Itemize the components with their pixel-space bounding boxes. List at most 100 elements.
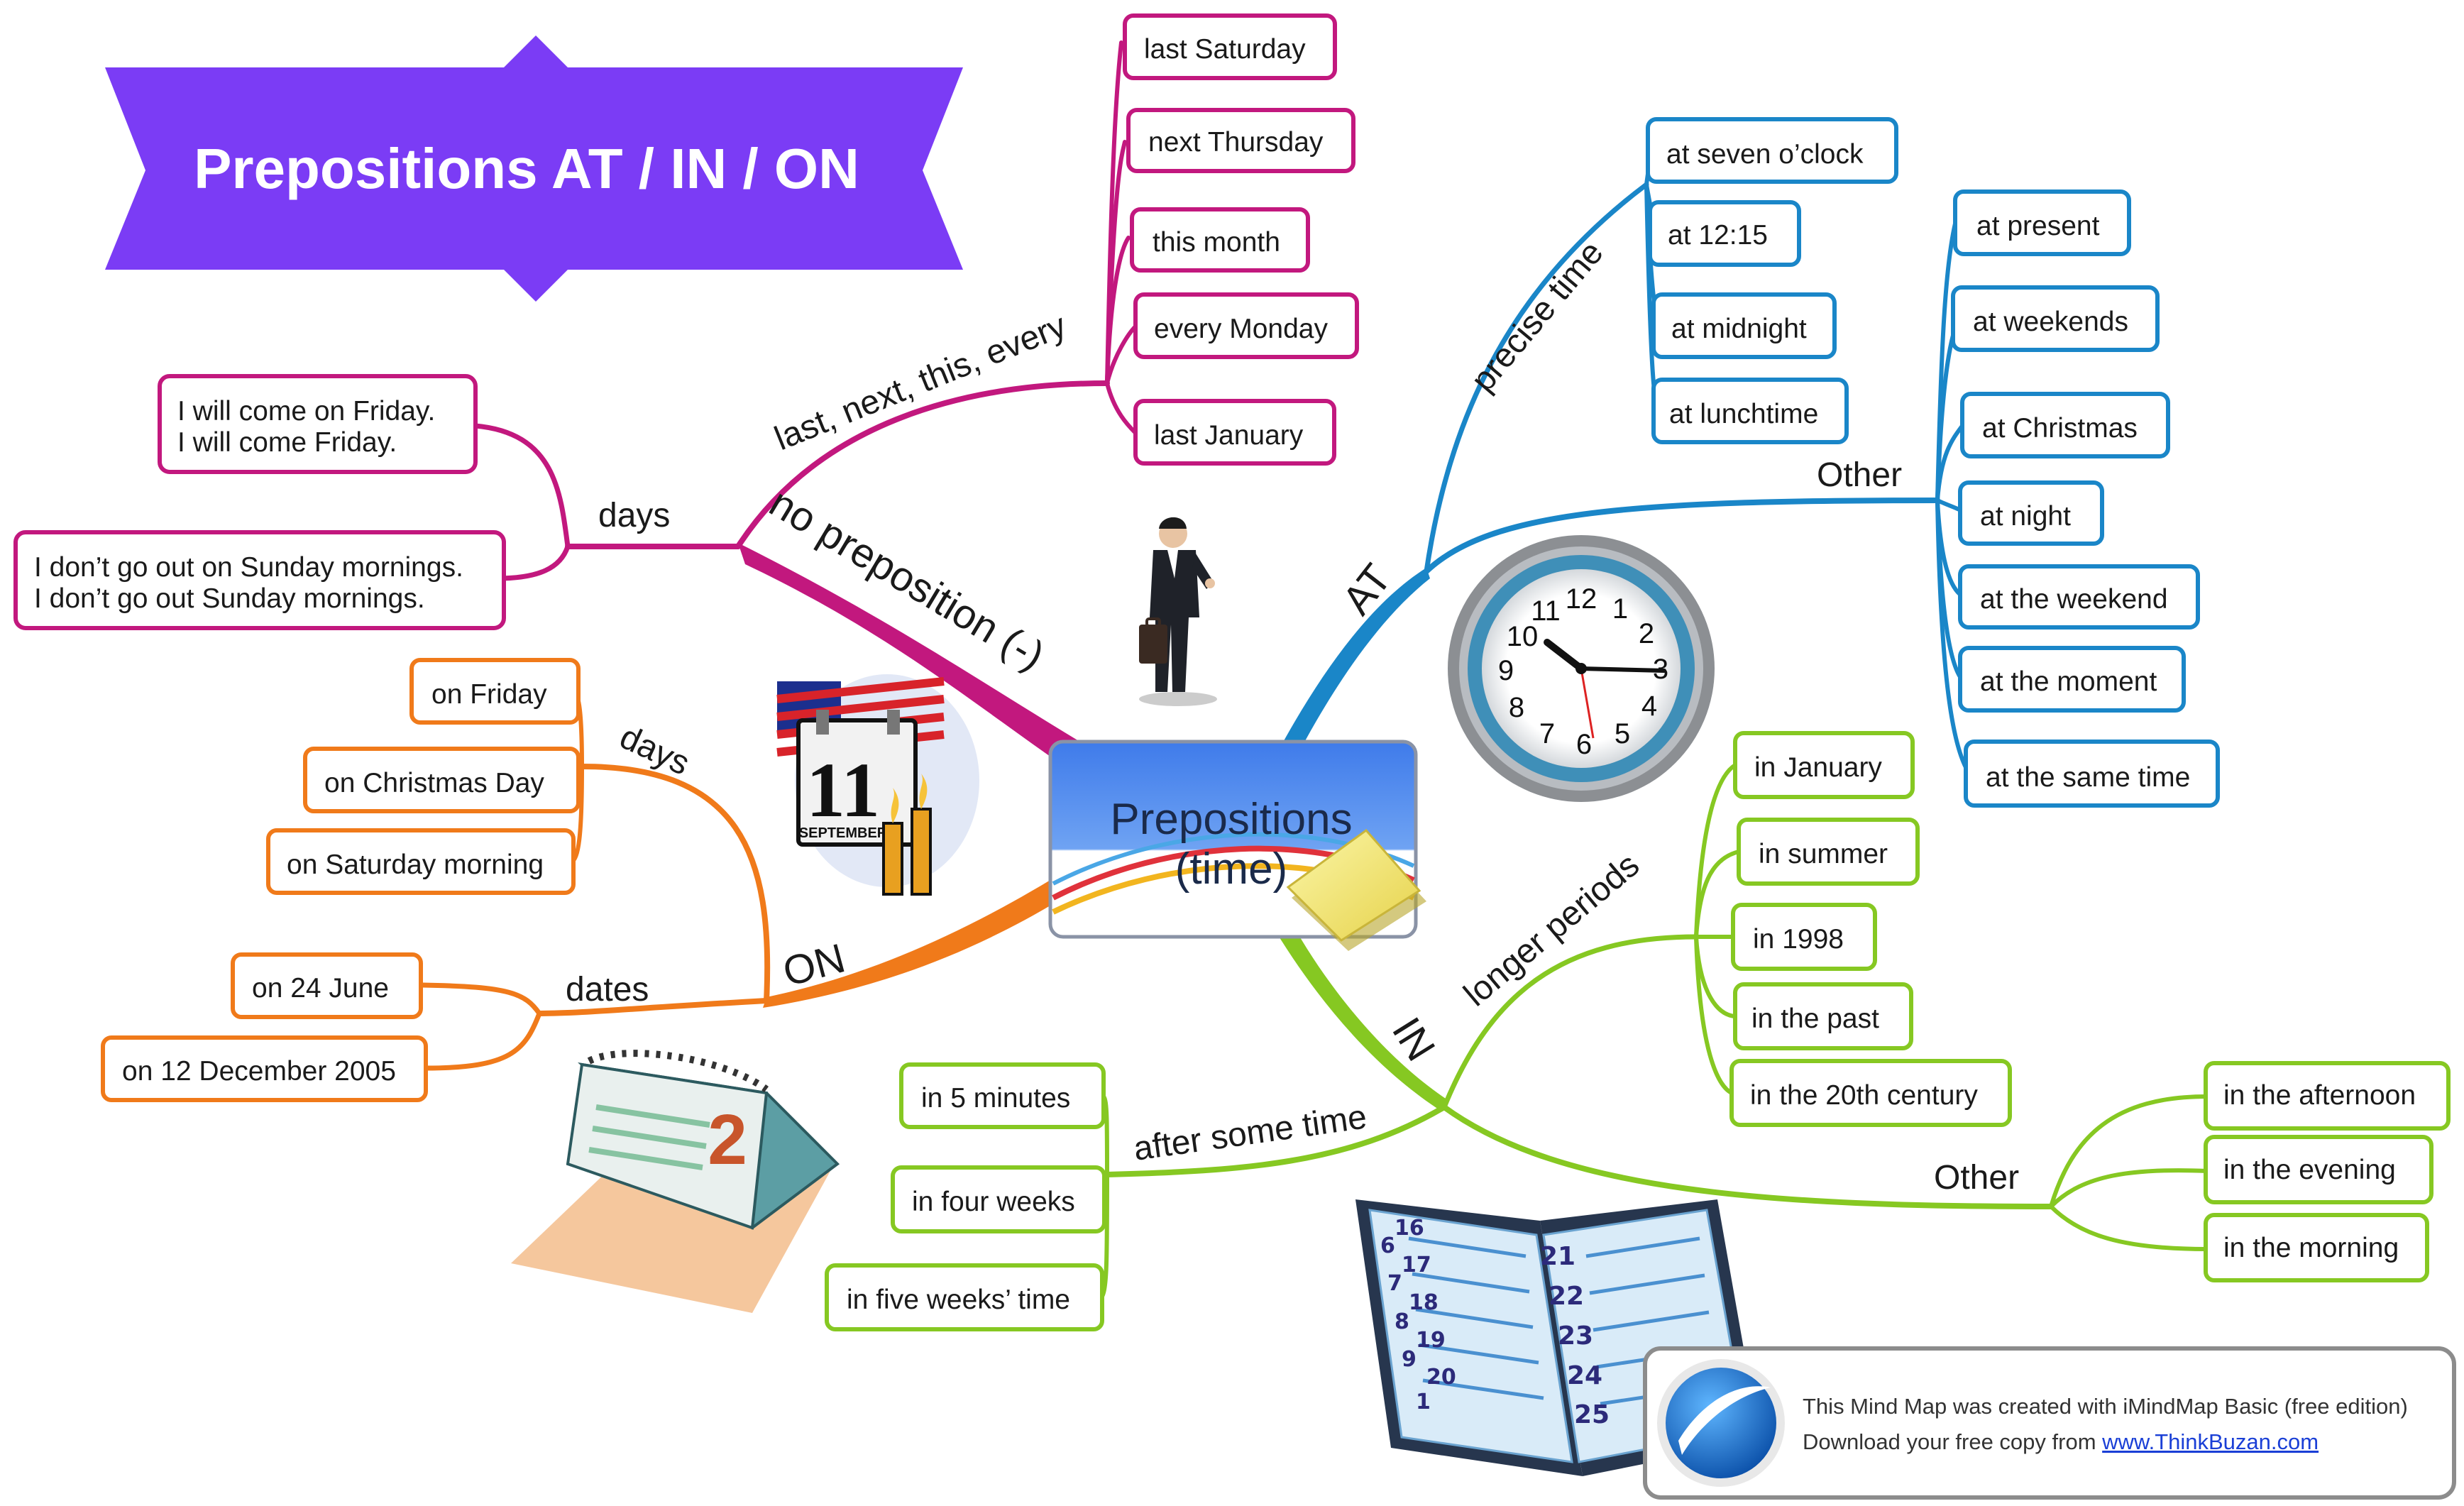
clock-number-12: 12 xyxy=(1566,583,1597,615)
flag-calendar-month: SEPTEMBER xyxy=(799,825,888,841)
node-at-present: at present xyxy=(1976,211,2100,241)
flag-calendar-day: 11 xyxy=(806,747,880,833)
clock-number-9: 9 xyxy=(1498,655,1514,686)
center-node: Prepositions (time) xyxy=(1048,740,1426,951)
clock-number-5: 5 xyxy=(1615,718,1630,749)
clock-number-6: 6 xyxy=(1576,729,1592,760)
node-at-night: at night xyxy=(1980,501,2071,532)
node-in-the-evening: in the evening xyxy=(2223,1155,2396,1185)
node-group-longer-periods xyxy=(1729,731,2012,1127)
node-at-christmas: at Christmas xyxy=(1982,413,2138,444)
diary-num-17: 17 xyxy=(1402,1253,1431,1277)
node-come-friday-line2: I will come Friday. xyxy=(177,427,397,458)
clock-number-7: 7 xyxy=(1539,718,1555,749)
clock-numbers: 12 1 2 3 4 5 6 7 8 9 10 11 xyxy=(1498,583,1668,760)
node-on-christmas-day: on Christmas Day xyxy=(324,768,544,798)
diary-num-7: 7 xyxy=(1387,1271,1402,1296)
node-sunday-mornings-line1: I don’t go out on Sunday mornings. xyxy=(34,552,463,583)
node-last-january: last January xyxy=(1154,420,1304,451)
footer-line2-prefix: Download your free copy from xyxy=(1803,1429,2102,1454)
node-in-summer: in summer xyxy=(1759,839,1888,869)
node-at-the-moment: at the moment xyxy=(1980,666,2157,697)
node-on-saturday-morning: on Saturday morning xyxy=(287,850,544,880)
node-on-24-june: on 24 June xyxy=(252,973,389,1004)
diary-num-23: 23 xyxy=(1558,1321,1593,1351)
diary-num-6: 6 xyxy=(1380,1233,1395,1258)
node-in-the-afternoon: in the afternoon xyxy=(2223,1080,2416,1111)
node-group-last-next xyxy=(1123,13,1359,466)
sublabel-longer-periods: longer periods xyxy=(1457,846,1646,1013)
diary-num-1: 1 xyxy=(1416,1390,1431,1414)
diary-num-16: 16 xyxy=(1395,1216,1424,1241)
node-in-the-morning: in the morning xyxy=(2223,1233,2399,1263)
diary-num-8: 8 xyxy=(1395,1309,1409,1334)
node-every-monday: every Monday xyxy=(1154,314,1328,344)
clock-number-11: 11 xyxy=(1531,595,1561,627)
node-group-after-some-time xyxy=(825,1062,1106,1331)
node-in-four-weeks: in four weeks xyxy=(912,1187,1075,1217)
diary-num-21: 21 xyxy=(1540,1242,1575,1271)
node-group-on-dates xyxy=(101,952,428,1102)
node-in-the-20th-century: in the 20th century xyxy=(1750,1080,1978,1111)
desk-calendar-number: 2 xyxy=(708,1100,747,1180)
node-in-january: in January xyxy=(1754,752,1882,783)
thinkbuzan-link[interactable]: www.ThinkBuzan.com xyxy=(2101,1429,2319,1454)
node-at-midnight: at midnight xyxy=(1671,314,1807,344)
sublabel-precise-time: precise time xyxy=(1464,234,1611,399)
node-in-5-minutes: in 5 minutes xyxy=(921,1083,1070,1114)
node-next-thursday: next Thursday xyxy=(1148,127,1324,158)
diary-num-24: 24 xyxy=(1567,1361,1602,1390)
node-last-saturday: last Saturday xyxy=(1144,34,1306,65)
desk-calendar-icon: 2 xyxy=(511,1050,840,1313)
node-come-friday-line1: I will come on Friday. xyxy=(177,396,435,427)
node-at-1215: at 12:15 xyxy=(1668,220,1768,251)
diary-num-19: 19 xyxy=(1416,1328,1446,1353)
sublabel-last-next-this-every: last, next, this, every xyxy=(769,307,1072,458)
diary-num-25: 25 xyxy=(1574,1400,1610,1429)
sublabel-in-other: Other xyxy=(1934,1159,2019,1197)
node-on-12-december: on 12 December 2005 xyxy=(122,1056,396,1087)
node-this-month: this month xyxy=(1153,227,1280,258)
node-on-friday: on Friday xyxy=(431,679,547,710)
clock-number-8: 8 xyxy=(1509,692,1524,723)
sublabel-dates: dates xyxy=(566,971,649,1008)
node-at-seven: at seven o’clock xyxy=(1666,139,1864,170)
no-preposition-branch-lines xyxy=(473,40,1138,766)
sticky-note-icon xyxy=(1286,828,1426,951)
node-in-five-weeks-time: in five weeks’ time xyxy=(847,1285,1070,1315)
node-group-precise-time xyxy=(1646,117,1898,444)
node-at-lunchtime: at lunchtime xyxy=(1669,399,1818,429)
sublabel-after-some-time: after some time xyxy=(1131,1098,1369,1168)
sublabel-at-other: Other xyxy=(1817,456,1902,494)
node-at-the-same-time: at the same time xyxy=(1986,762,2190,793)
sublabel-days-no-prep: days xyxy=(598,497,670,534)
node-sunday-mornings-line2: I don’t go out Sunday mornings. xyxy=(34,583,425,614)
center-title-line1: Prepositions xyxy=(1110,795,1352,844)
footer-line2: Download your free copy from www.ThinkBu… xyxy=(1803,1429,2319,1454)
diary-icon: 16 17 18 19 20 1 6 7 8 9 21 22 23 24 25 xyxy=(1355,1199,1760,1476)
on-branch-lines xyxy=(419,690,1057,1071)
node-group-days-no-prep xyxy=(13,374,506,630)
clock-number-1: 1 xyxy=(1612,593,1628,625)
node-group-on-days xyxy=(266,658,581,895)
diary-num-20: 20 xyxy=(1426,1365,1456,1390)
diary-num-22: 22 xyxy=(1549,1282,1584,1311)
node-in-1998: in 1998 xyxy=(1753,924,1844,955)
clock-number-2: 2 xyxy=(1639,618,1654,649)
clock-number-4: 4 xyxy=(1641,691,1657,722)
center-title-line2: (time) xyxy=(1175,845,1287,894)
diary-num-9: 9 xyxy=(1402,1347,1417,1372)
node-group-in-other xyxy=(2204,1061,2451,1282)
flag-calendar-icon: 11 SEPTEMBER xyxy=(776,674,979,896)
node-in-the-past: in the past xyxy=(1751,1004,1879,1034)
footer-line1: This Mind Map was created with iMindMap … xyxy=(1803,1394,2408,1419)
title-banner: Prepositions AT / IN / ON xyxy=(105,35,963,302)
node-at-the-weekend: at the weekend xyxy=(1980,584,2168,615)
node-group-at-other xyxy=(1951,189,2220,808)
at-branch-lines xyxy=(1277,136,1971,776)
businessman-icon xyxy=(1139,517,1217,706)
diary-num-18: 18 xyxy=(1409,1290,1439,1315)
clock-icon: 12 1 2 3 4 5 6 7 8 9 10 11 xyxy=(1448,535,1715,802)
